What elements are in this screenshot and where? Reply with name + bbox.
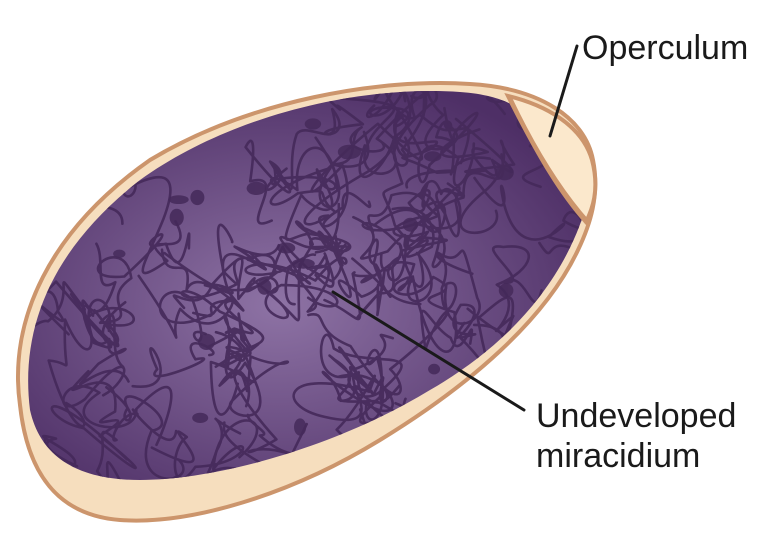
nucleus-blob [304, 118, 322, 130]
squiggle-line [47, 293, 93, 428]
squiggle-line [328, 333, 407, 417]
squiggle-line [317, 230, 392, 299]
squiggle-line [358, 91, 412, 179]
nucleus-blob [291, 258, 315, 269]
squiggle-line [192, 299, 254, 349]
squiggle-line [352, 215, 448, 260]
squiggle-line [356, 261, 422, 319]
nucleus-blob [277, 242, 296, 254]
squiggle-line [160, 248, 267, 312]
squiggle-line [163, 245, 317, 295]
nucleus-blob [402, 217, 418, 232]
squiggle-line [366, 91, 410, 119]
miracidium-label-line1: Undeveloped [536, 397, 737, 435]
squiggle-line [422, 182, 466, 238]
nucleus-blob [428, 363, 441, 375]
squiggle-line [62, 365, 173, 447]
squiggle-line [214, 331, 290, 418]
nucleus-blob [190, 189, 205, 206]
squiggle-line [209, 342, 260, 416]
squiggle-line [367, 179, 462, 233]
squiggle-line [326, 91, 430, 175]
nucleus-blob [495, 164, 514, 181]
nucleus-blob [339, 146, 352, 160]
squiggle-line [417, 111, 492, 187]
squiggle-line [180, 283, 265, 362]
squiggle-line [472, 245, 543, 343]
squiggle-line [150, 419, 259, 480]
squiggle-line [78, 304, 130, 386]
operculum-seam [508, 97, 590, 224]
squiggle-line [269, 136, 341, 214]
squiggle-line [50, 369, 137, 470]
squiggle-line [273, 168, 337, 242]
nucleus-blob [168, 195, 189, 205]
nucleus-blob [198, 333, 215, 350]
squiggle-line [131, 342, 215, 388]
squiggle-line [435, 249, 481, 325]
squiggle-line [244, 234, 348, 320]
nucleus-blob [498, 283, 514, 298]
operculum-label-text: Operculum [582, 29, 749, 67]
squiggle-line [244, 139, 339, 225]
miracidium-label-line2: miracidium [536, 437, 701, 475]
nucleus-blob [192, 412, 209, 423]
squiggle-line [105, 386, 185, 480]
nucleus-blob [424, 151, 442, 162]
operculum-leader-line [548, 44, 579, 138]
miracidium-label: Undeveloped miracidium [536, 396, 736, 476]
squiggle-line [95, 408, 178, 480]
squiggle-line [279, 202, 341, 313]
squiggle-line [392, 251, 458, 353]
nucleus-blob [257, 278, 272, 295]
squiggle-line [307, 309, 474, 396]
nucleus-blob [294, 418, 307, 436]
squiggle-line [392, 91, 439, 167]
squiggle-line [459, 139, 516, 235]
nucleus-blob [246, 181, 266, 195]
nucleus-blob [113, 249, 126, 258]
miracidium-leader-line [331, 290, 526, 412]
squiggle-line [265, 91, 365, 191]
squiggle-line [485, 91, 556, 116]
operculum-label: Operculum [582, 28, 748, 68]
nucleus-blob [169, 208, 184, 226]
squiggle-line [216, 223, 281, 286]
